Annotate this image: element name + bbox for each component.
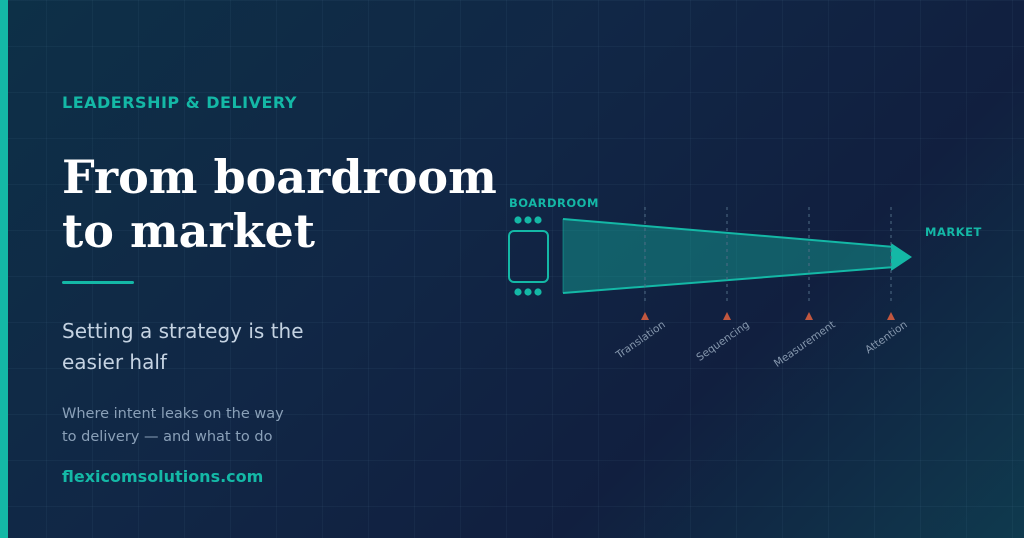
title-line-2: to market <box>62 204 316 258</box>
page-title: From boardroom to market <box>62 150 542 258</box>
description-line-2: to delivery — and what to do <box>62 429 273 445</box>
leak-marker-icon <box>805 312 813 320</box>
market-label: MARKET <box>925 225 982 239</box>
accent-bar <box>0 0 8 538</box>
boardroom-table-icon <box>508 216 549 296</box>
subtitle-line-2: easier half <box>62 350 167 374</box>
title-divider <box>62 281 134 284</box>
eyebrow-label: LEADERSHIP & DELIVERY <box>62 93 297 112</box>
funnel-shape <box>562 218 896 294</box>
stage-attention: Attention <box>863 207 910 356</box>
subtitle-line-1: Setting a strategy is the <box>62 319 304 343</box>
title-line-1: From boardroom <box>62 150 497 204</box>
boardroom-label: BOARDROOM <box>509 196 599 210</box>
website-link[interactable]: flexicomsolutions.com <box>62 467 264 486</box>
stage-measurement: Measurement <box>772 207 838 370</box>
leak-marker-icon <box>641 312 649 320</box>
leak-marker-icon <box>887 312 895 320</box>
arrow-head-icon <box>891 243 912 271</box>
stage-label: Translation <box>613 319 668 362</box>
description-line-1: Where intent leaks on the way <box>62 406 284 422</box>
stage-label: Measurement <box>772 319 838 370</box>
stage-label: Attention <box>863 319 910 357</box>
description: Where intent leaks on the way to deliver… <box>62 403 284 449</box>
subtitle: Setting a strategy is the easier half <box>62 316 304 378</box>
leak-marker-icon <box>723 312 731 320</box>
stage-label: Sequencing <box>694 319 751 364</box>
